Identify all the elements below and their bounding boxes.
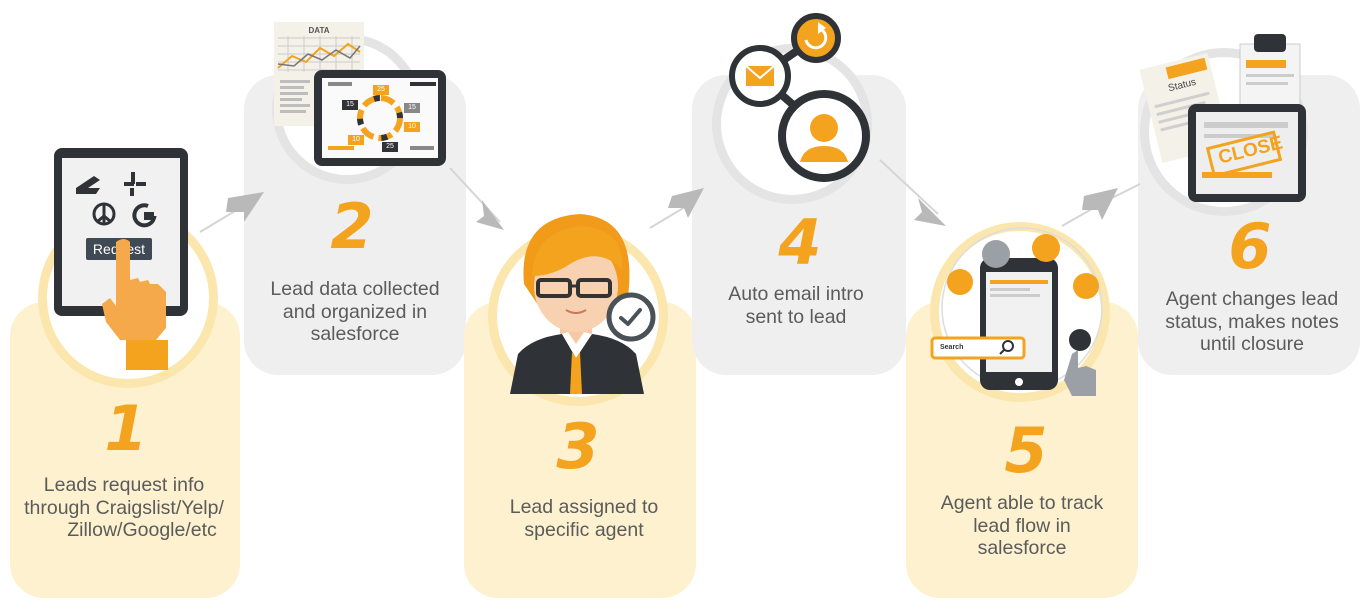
documents-status-icon <box>1139 34 1306 202</box>
step-2-description: Lead data collected and organized in sal… <box>270 278 440 345</box>
step-2-number: 2 <box>330 190 374 263</box>
email-network-icon <box>729 13 870 182</box>
search-label: Search <box>940 344 964 351</box>
step-1-description: Leads request info through Craigslist/Ye… <box>24 474 224 541</box>
dial-label-right: 15 <box>404 103 420 113</box>
pointing-hand-icon <box>102 239 168 370</box>
dial-label-bottom: 25 <box>382 142 398 152</box>
step-1-number: 1 <box>104 392 148 465</box>
step-5-description: Agent able to track lead flow in salesfo… <box>940 492 1104 559</box>
arrow-2-3 <box>476 200 504 230</box>
step-3-number: 3 <box>556 410 600 483</box>
step-3-description: Lead assigned to specific agent <box>509 496 659 541</box>
dial-label-left: 15 <box>342 100 358 110</box>
tablet-icon <box>54 148 188 316</box>
step-6-number: 6 <box>1228 210 1272 283</box>
step-6-description: Agent changes lead status, makes notes u… <box>1165 288 1339 355</box>
data-sheet-label: DATA <box>308 26 330 35</box>
arrow-3-4 <box>668 188 704 218</box>
smartphone-tracking-icon <box>930 227 1103 396</box>
refresh-node-icon <box>791 13 841 63</box>
cloud-bubble-icon <box>982 240 1010 268</box>
arrow-4-5 <box>914 198 946 226</box>
yelp-logo-icon <box>124 172 146 196</box>
wifi-bubble-icon <box>1069 329 1091 351</box>
step-5-number: 5 <box>1004 414 1048 487</box>
clock-icon <box>606 292 656 342</box>
craigslist-logo-icon <box>92 202 116 226</box>
like-bubble-icon <box>947 269 973 295</box>
arrow-1-2 <box>226 192 264 222</box>
step-4-number: 4 <box>778 206 822 279</box>
chat-bubble-icon <box>1032 234 1060 262</box>
google-logo-icon <box>132 203 157 228</box>
arrow-5-6 <box>1082 188 1118 220</box>
step-4-description: Auto email intro sent to lead <box>728 283 864 328</box>
dial-label-lower-left: 10 <box>348 135 364 145</box>
dial-label-lower-right: 10 <box>404 122 420 132</box>
agent-avatar-icon <box>510 214 644 394</box>
dial-label-top: 25 <box>373 85 389 95</box>
gear-bubble-icon <box>1073 273 1099 299</box>
dashboard-tablet-icon <box>314 70 446 166</box>
zillow-logo-icon <box>76 176 100 194</box>
